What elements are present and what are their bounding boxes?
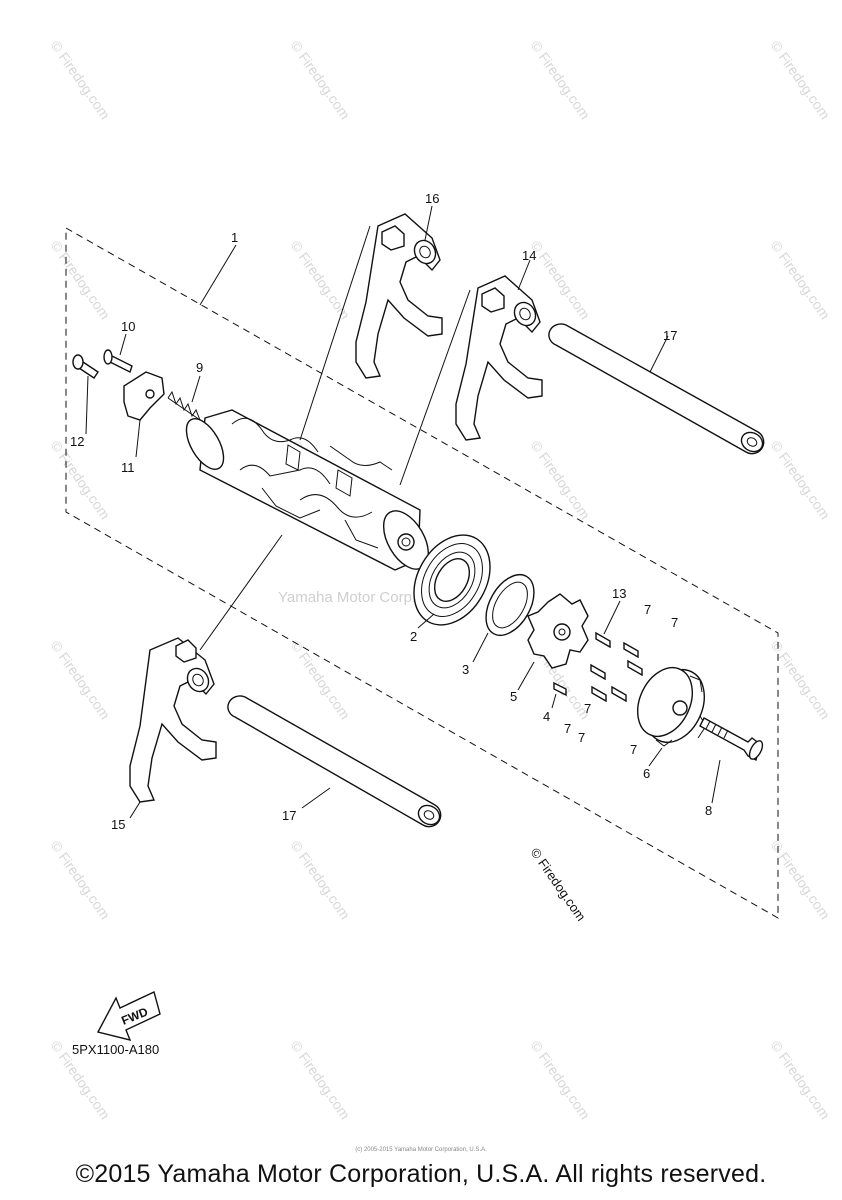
spring: [167, 390, 201, 421]
watermark: © Firedog.com: [768, 38, 834, 123]
watermark: © Firedog.com: [48, 38, 114, 123]
firedog-label: © Firedog.com: [528, 845, 589, 924]
callout-8: 8: [705, 803, 712, 818]
diagram-code: 5PX1100-A180: [72, 1042, 160, 1057]
callout-2: 2: [410, 629, 417, 644]
callout-11: 11: [121, 460, 135, 475]
shift-fork-16: [355, 213, 443, 379]
watermark: © Firedog.com: [288, 38, 354, 123]
callout-6: 6: [643, 766, 650, 781]
watermark: © Firedog.com: [48, 438, 114, 523]
callout-7: 7: [671, 615, 678, 630]
watermark: © Firedog.com: [528, 1038, 594, 1123]
callout-7: 7: [644, 602, 651, 617]
shift-drum: [185, 409, 430, 571]
callout-15: 15: [111, 817, 125, 832]
callouts: 1 2 3 4 5 6 7 7 7 7 7 7 8 9 10 11 12 13 …: [70, 191, 712, 832]
segment-plate: [527, 593, 589, 697]
callout-9: 9: [196, 360, 203, 375]
watermark: © Firedog.com: [288, 638, 354, 723]
callout-10: 10: [121, 319, 135, 334]
callout-7: 7: [584, 701, 591, 716]
callout-4: 4: [543, 709, 550, 724]
callout-14: 14: [522, 248, 536, 263]
shift-guide-bar-upper: [548, 323, 765, 455]
watermark: © Firedog.com: [528, 238, 594, 323]
screw-8: [699, 717, 764, 762]
bolt-12: [72, 354, 99, 379]
watermark: © Firedog.com: [48, 238, 114, 323]
watermark: © Firedog.com: [48, 838, 114, 923]
watermark: © Firedog.com: [528, 38, 594, 123]
callout-7: 7: [630, 742, 637, 757]
watermark: © Firedog.com: [768, 638, 834, 723]
callout-12: 12: [70, 434, 84, 449]
small-copyright: (c) 2005-2015 Yamaha Motor Corporation, …: [355, 1147, 487, 1153]
shift-fork-14: [455, 275, 543, 441]
stopper-lever: [123, 371, 165, 421]
callout-1: 1: [231, 230, 238, 245]
shift-guide-bar-lower: [227, 695, 442, 828]
callout-7: 7: [564, 721, 571, 736]
bolt-10: [103, 349, 133, 373]
callout-16: 16: [425, 191, 439, 206]
watermark: © Firedog.com: [768, 838, 834, 923]
watermark: © Firedog.com: [288, 838, 354, 923]
watermark: © Firedog.com: [288, 1038, 354, 1123]
callout-5: 5: [510, 689, 517, 704]
watermark: © Firedog.com: [288, 238, 354, 323]
bearing: [413, 534, 491, 626]
callout-3: 3: [462, 662, 469, 677]
ring: [485, 574, 535, 636]
assembly-boundary: [65, 227, 779, 919]
watermark: © Firedog.com: [768, 438, 834, 523]
forward-arrow-icon: FWD: [96, 991, 161, 1042]
watermark: © Firedog.com: [768, 238, 834, 323]
leader-lines: [85, 205, 721, 819]
callout-17: 17: [663, 328, 677, 343]
callout-7: 7: [578, 730, 585, 745]
watermark: © Firedog.com: [48, 638, 114, 723]
copyright: ©2015 Yamaha Motor Corporation, U.S.A. A…: [75, 1160, 767, 1188]
pins: [590, 631, 643, 703]
watermark: © Firedog.com: [768, 1038, 834, 1123]
callout-13: 13: [612, 586, 626, 601]
shift-fork-15: [129, 637, 217, 803]
callout-17: 17: [282, 808, 296, 823]
